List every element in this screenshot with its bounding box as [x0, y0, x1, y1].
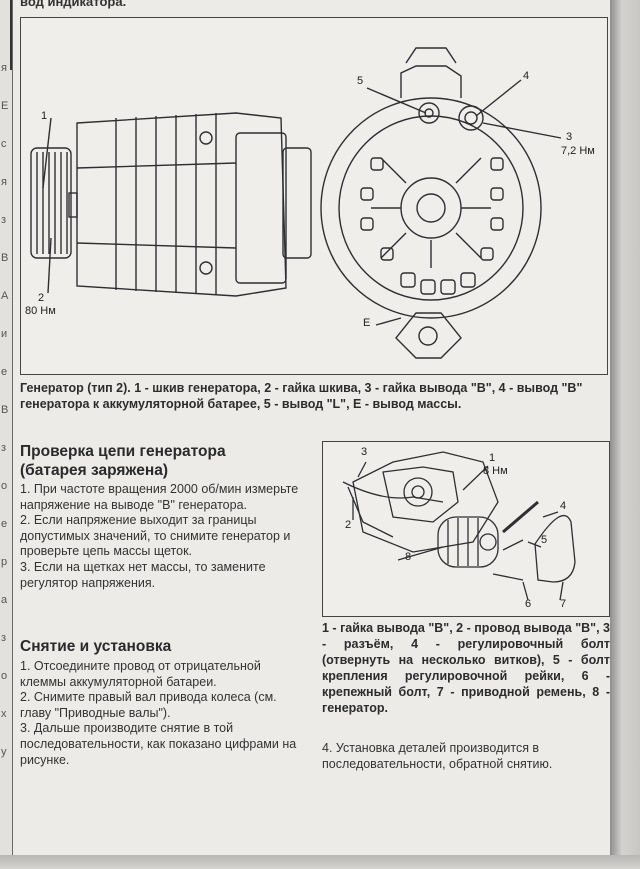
- fig1-label-1: 1: [41, 110, 48, 122]
- fig2-label-8: 8: [405, 551, 412, 563]
- fig1-label-4: 4: [523, 70, 530, 82]
- section1-title-line1: Проверка цепи генератора: [20, 443, 226, 460]
- generator-drawing: [30, 47, 562, 359]
- fig1-label-2-torque: 80 Нм: [25, 305, 56, 317]
- gutter-line: [10, 0, 12, 70]
- gutter-letter: з: [1, 632, 7, 644]
- gutter-letter: я: [1, 62, 7, 74]
- top-cut-text: вод индикатора.: [20, 0, 127, 9]
- gutter-letter: В: [1, 404, 9, 416]
- section2-paragraph: 1. Отсоедините провод от отрицательной к…: [20, 659, 261, 689]
- gutter-letter: я: [1, 176, 7, 188]
- gutter-letter: с: [1, 138, 7, 150]
- figure-removal-sequence: 1 8 Нм 2 3 4 5 6 7 8: [322, 441, 610, 617]
- fig2-label-6: 6: [525, 598, 532, 610]
- gutter-letter: о: [1, 480, 8, 492]
- gutter-letter: а: [1, 594, 8, 606]
- engine-block-shape: [352, 451, 499, 553]
- fig1-label-5: 5: [357, 75, 364, 87]
- fig2-label-1-torque: 8 Нм: [483, 465, 508, 477]
- generator-rear-housing: [320, 97, 542, 319]
- gutter-letter: у: [1, 746, 7, 758]
- figure1-caption: Генератор (тип 2). 1 - шкив генератора, …: [20, 381, 583, 411]
- fig2-label-5: 5: [541, 534, 548, 546]
- fig1-label-2: 2: [38, 292, 45, 304]
- figure2-legend: 1 - гайка вывода "В", 2 - провод вывода …: [322, 621, 610, 715]
- page-edge-right: [610, 0, 640, 869]
- fig1-label-3-torque: 7,2 Нм: [561, 145, 595, 157]
- gutter-letter: и: [1, 328, 8, 340]
- gutter-letter: А: [1, 290, 9, 302]
- section2-body: 1. Отсоедините провод от отрицательной к…: [20, 659, 306, 768]
- section1-title-line2: (батарея заряжена): [20, 462, 168, 479]
- fig1-label-e: E: [363, 317, 371, 329]
- removal-drawing: [342, 451, 576, 601]
- generator-shape: [437, 516, 499, 568]
- section1-paragraph: 3. Если на щетках нет массы, то замените…: [20, 559, 266, 590]
- gutter-letter: х: [1, 708, 7, 720]
- pulley-shape: [30, 147, 72, 259]
- gutter-letter: Е: [1, 100, 9, 112]
- section1-paragraph: 1. При частоте вращения 2000 об/мин изме…: [20, 482, 299, 512]
- gutter-letter: о: [1, 670, 8, 682]
- generator-body-side: [76, 112, 287, 297]
- fig2-label-3: 3: [361, 446, 368, 458]
- section2-paragraph: 2. Снимите правый вал привода колеса (см…: [20, 690, 277, 720]
- fig2-label-7: 7: [560, 598, 567, 610]
- fig2-label-4: 4: [560, 500, 567, 512]
- fig1-label-3: 3: [566, 131, 573, 143]
- section2-title: Снятие и установка: [20, 638, 172, 655]
- gutter-letter: В: [1, 252, 9, 264]
- page-edge-bottom: [0, 855, 640, 869]
- section2-paragraph-4: 4. Установка деталей производится в посл…: [322, 741, 553, 771]
- gutter-letter: е: [1, 518, 8, 530]
- section2-paragraph: 3. Дальше производите снятие в той после…: [20, 721, 297, 767]
- figure-generator-type2: 1 2 80 Нм 3 7,2 Нм 4 5 E: [20, 17, 608, 375]
- gutter-letter: з: [1, 442, 7, 454]
- fig2-label-1: 1: [489, 452, 496, 464]
- belt-shape: [534, 515, 576, 583]
- gutter-letter: р: [1, 556, 8, 568]
- fig2-label-2: 2: [345, 519, 352, 531]
- section1-paragraph: 2. Если напряжение выходит за границы до…: [20, 513, 291, 559]
- gutter-letter: е: [1, 366, 8, 378]
- section1-body: 1. При частоте вращения 2000 об/мин изме…: [20, 482, 306, 591]
- gutter-letter: з: [1, 214, 7, 226]
